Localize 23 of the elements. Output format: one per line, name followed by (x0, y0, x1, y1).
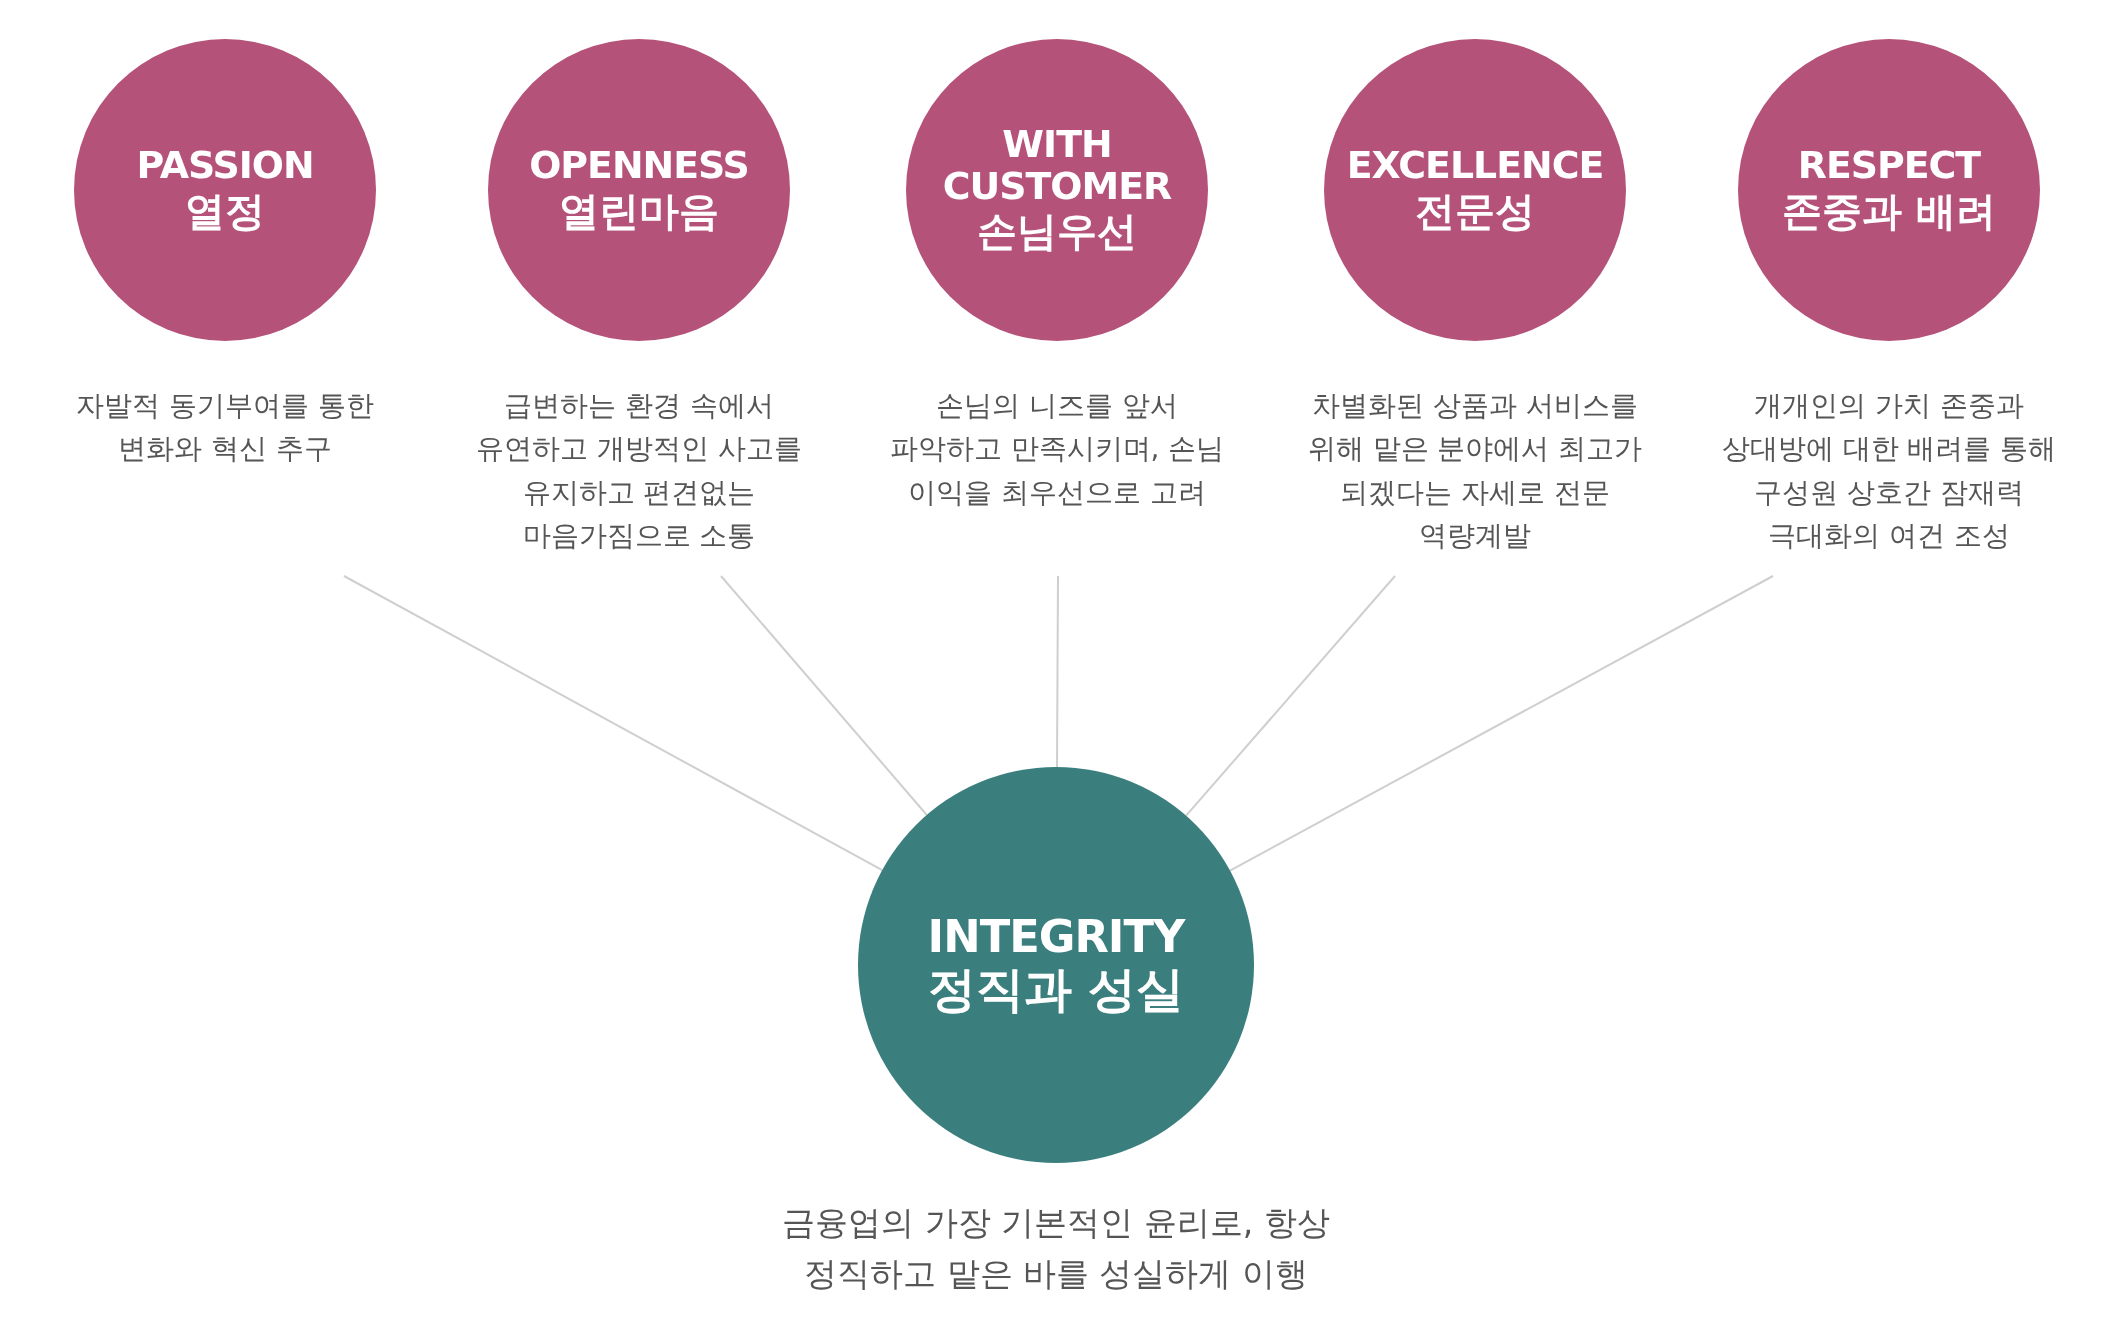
connector-line (1056, 575, 1059, 768)
value-title: INTEGRITY (927, 911, 1185, 961)
connector-line (1185, 575, 1396, 817)
value-subtitle: 정직과 성실 (927, 960, 1185, 1019)
connector-line (720, 575, 928, 816)
value-description: 급변하는 환경 속에서 유연하고 개방적인 사고를 유지하고 편견없는 마음가짐으로 소통 (475, 388, 803, 555)
value-description: 손님의 니즈를 앞서 파악하고 만족시키며, 손님 이익을 최우선으로 고려 (888, 388, 1226, 511)
value-title: OPENNESS (529, 144, 749, 187)
value-description: 자발적 동기부여를 통한 변화와 혁신 추구 (75, 388, 375, 468)
connector-line (343, 575, 884, 872)
value-description: 차별화된 상품과 서비스를 위해 맡은 분야에서 최고가 되겠다는 자세로 전문 역량계발 (1306, 388, 1644, 555)
value-subtitle: 손님우선 (977, 207, 1137, 256)
value-title: RESPECT (1797, 144, 1981, 187)
value-subtitle: 열린마음 (559, 186, 719, 236)
value-title: PASSION (136, 144, 314, 187)
connector-line (1229, 575, 1774, 872)
value-title: EXCELLENCE (1346, 144, 1604, 187)
value-subtitle: 존중과 배려 (1781, 186, 1997, 236)
value-subtitle: 열정 (185, 186, 265, 236)
value-title: WITH CUSTOMER (941, 124, 1173, 208)
value-subtitle: 전문성 (1415, 186, 1535, 236)
value-description: 개개인의 가치 존중과 상대방에 대한 배려를 통해 구성원 상호간 잠재력 극대화의 여건 조성 (1720, 388, 2058, 555)
value-description: 금융업의 가장 기본적인 윤리로, 항상 정직하고 맡은 바를 성실하게 이행 (781, 1202, 1331, 1296)
